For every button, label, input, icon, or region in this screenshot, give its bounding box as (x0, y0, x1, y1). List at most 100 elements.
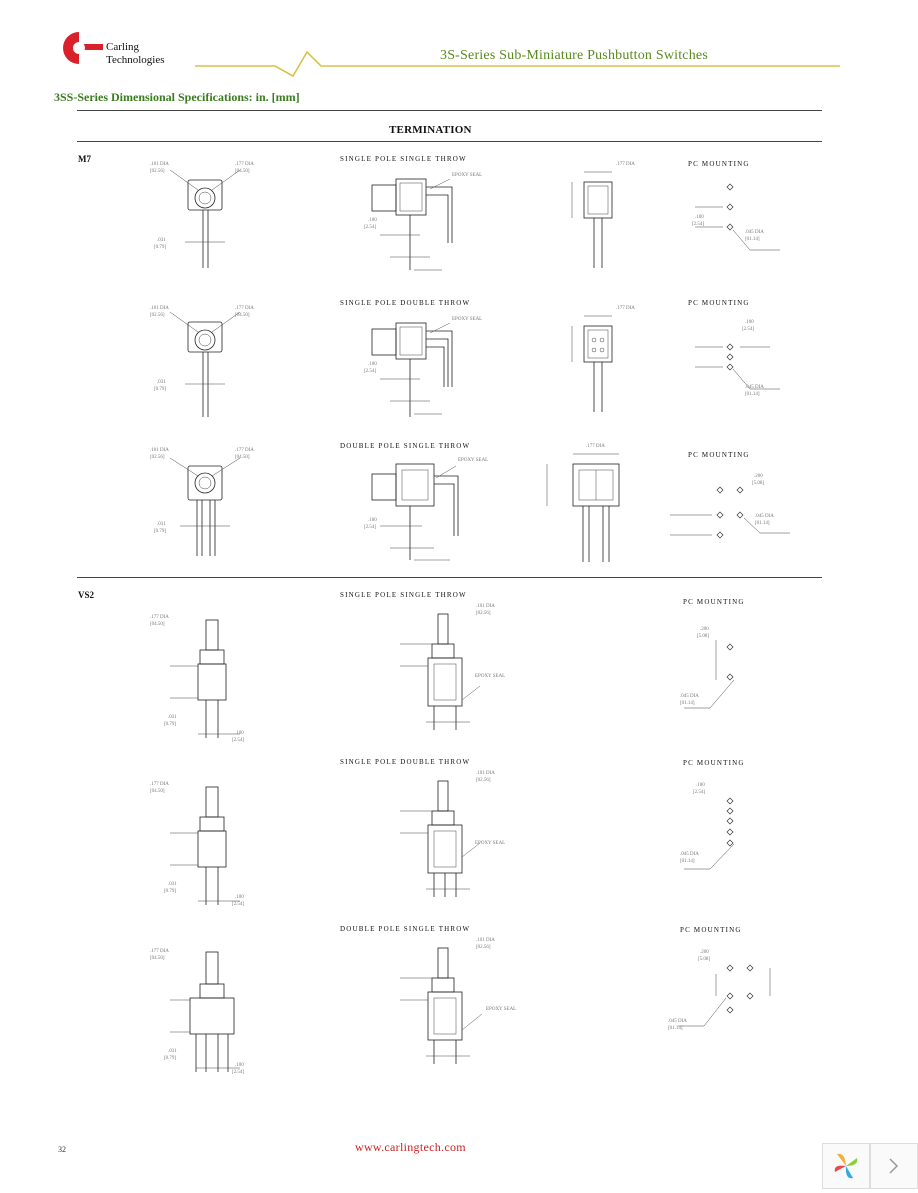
m7-row1-pc-layout (695, 183, 780, 251)
dim-pin-mm: [0.79] (164, 1056, 177, 1061)
dim-pitch: .100 (368, 518, 377, 523)
website-link[interactable]: www.carlingtech.com (355, 1140, 466, 1154)
header-gold-rule (195, 50, 840, 78)
row-heading: SINGLE POLE SINGLE THROW (340, 591, 467, 599)
dim-dia2: .177 DIA (150, 615, 169, 620)
dim-dia1-mm: [02.56] (150, 455, 165, 460)
brand-line-2: Technologies (106, 54, 165, 66)
dim-pitch-mm: [2.54] (232, 902, 245, 907)
dim-dia2-mm: [04.50] (235, 455, 250, 460)
dim-pc-hole-mm: [01.14] (680, 701, 695, 706)
m7-row3-end-view (546, 453, 620, 562)
dim-pc-pitch-mm: [2.54] (693, 790, 706, 795)
m7-row1-end-view (571, 171, 613, 268)
termination-heading: TERMINATION (389, 124, 472, 136)
pc-mounting-heading: PC MOUNTING (688, 299, 750, 307)
dim-pc-hole: .045 DIA (680, 694, 699, 699)
dim-pin: .031 (157, 380, 166, 385)
dim-pc-pitch: .100 (696, 783, 705, 788)
dim-pitch-mm: [2.54] (232, 1070, 245, 1075)
pinwheel-icon (834, 1153, 858, 1179)
epoxy-label: EPOXY SEAL (475, 674, 506, 679)
m7-row2-front-view (169, 311, 241, 417)
row-heading: SINGLE POLE DOUBLE THROW (340, 758, 471, 766)
series-title: 3S-Series Sub-Miniature Pushbutton Switc… (440, 48, 708, 63)
dim-pin: .031 (157, 238, 166, 243)
epoxy-label: EPOXY SEAL (486, 1007, 517, 1012)
m7-row2-pc-layout (695, 343, 780, 390)
dim-pc-pitch: .200 (700, 950, 709, 955)
dim-pitch: .100 (368, 362, 377, 367)
epoxy-label: EPOXY SEAL (475, 841, 506, 846)
m7-row3-side-view (371, 463, 459, 561)
row-heading: SINGLE POLE SINGLE THROW (340, 155, 467, 163)
m7-row3-front-view (169, 457, 241, 556)
m7-row3-pc-layout (670, 486, 790, 539)
dim-pitch: .100 (235, 895, 244, 900)
vs2-row1-side-view (400, 613, 481, 730)
dim-dia2-mm: [04.50] (235, 169, 250, 174)
dim-pin-mm: [0.79] (164, 722, 177, 727)
section-code-vs2: VS2 (78, 590, 95, 600)
carling-logo-mark (63, 32, 103, 64)
dim-pin: .031 (168, 1049, 177, 1054)
epoxy-label: EPOXY SEAL (452, 173, 483, 178)
dim-pitch: .100 (368, 218, 377, 223)
epoxy-label: EPOXY SEAL (458, 458, 489, 463)
termination-rule (77, 141, 822, 142)
dim-pc-hole-mm: [01.14] (745, 237, 760, 242)
vs2-row1-front-view (170, 619, 240, 738)
row-heading: DOUBLE POLE SINGLE THROW (340, 442, 471, 450)
next-page-button[interactable] (870, 1143, 918, 1189)
dim-pc-hole: .045 DIA (745, 385, 764, 390)
m7-row1-front-view (169, 169, 241, 268)
dim-pc-hole: .045 DIA (668, 1019, 687, 1024)
dim-pc-hole: .045 DIA (755, 514, 774, 519)
vs2-row3-front-view (170, 951, 240, 1072)
vs2-row-1: .177 DIA [04.50] .031 [0.79] .100 [2.54]… (140, 590, 820, 750)
dim-dia1: .101 DIA (150, 306, 169, 311)
chevron-right-icon (889, 1158, 899, 1174)
dim-pin-mm: [0.79] (154, 245, 167, 250)
row-heading: SINGLE POLE DOUBLE THROW (340, 299, 471, 307)
section-divider (77, 577, 822, 578)
dim-dia1: .101 DIA (476, 771, 495, 776)
page-number: 32 (58, 1145, 66, 1154)
dim-pin-mm: [0.79] (154, 387, 167, 392)
dim-pc-hole-mm: [01.14] (755, 521, 770, 526)
vs2-row1-pc-layout (684, 640, 735, 709)
dim-pin: .031 (168, 882, 177, 887)
dim-dia2: .177 DIA (235, 448, 254, 453)
pc-mounting-heading: PC MOUNTING (680, 926, 742, 934)
dim-dia2-mm: [04.50] (235, 313, 250, 318)
pc-mounting-heading: PC MOUNTING (683, 759, 745, 767)
dim-pc-hole-mm: [01.14] (668, 1026, 683, 1031)
vs2-row3-side-view (400, 947, 483, 1064)
dim-dia2-mm: [04.50] (150, 956, 165, 961)
dim-pc-hole-mm: [01.14] (680, 859, 695, 864)
dim-pc-hole: .045 DIA (745, 230, 764, 235)
vs2-row-3: .177 DIA [04.50] .031 [0.79] .100 [2.54]… (140, 924, 820, 1084)
brand-name: Carling Technologies (106, 41, 165, 67)
carling-logo (55, 28, 103, 68)
m7-row1-side-view (371, 178, 453, 271)
vs2-row3-pc-layout (678, 964, 771, 1027)
dim-pin: .031 (168, 715, 177, 720)
dim-dia1-mm: [02.56] (150, 313, 165, 318)
dim-dia2: .177 DIA (150, 782, 169, 787)
dim-pc-hole: .045 DIA (680, 852, 699, 857)
app-badge[interactable] (822, 1143, 870, 1189)
section-code-m7: M7 (78, 154, 91, 164)
brand-line-1: Carling (106, 41, 139, 53)
m7-row-3: .101 DIA [02.56] .177 DIA [04.50] .031 [… (140, 438, 820, 573)
pc-mounting-heading: PC MOUNTING (688, 160, 750, 168)
row-heading: DOUBLE POLE SINGLE THROW (340, 925, 471, 933)
dim-pc-pitch: .100 (695, 215, 704, 220)
vs2-row2-front-view (170, 786, 240, 905)
dim-dia2: .177 DIA (235, 306, 254, 311)
dim-pin-mm: [0.79] (164, 889, 177, 894)
dim-dia1-mm: [02.56] (476, 945, 491, 950)
dim-pc-pitch: .200 (754, 474, 763, 479)
dim-pc-pitch: .100 (745, 320, 754, 325)
dim-dia2-mm: [04.50] (150, 789, 165, 794)
